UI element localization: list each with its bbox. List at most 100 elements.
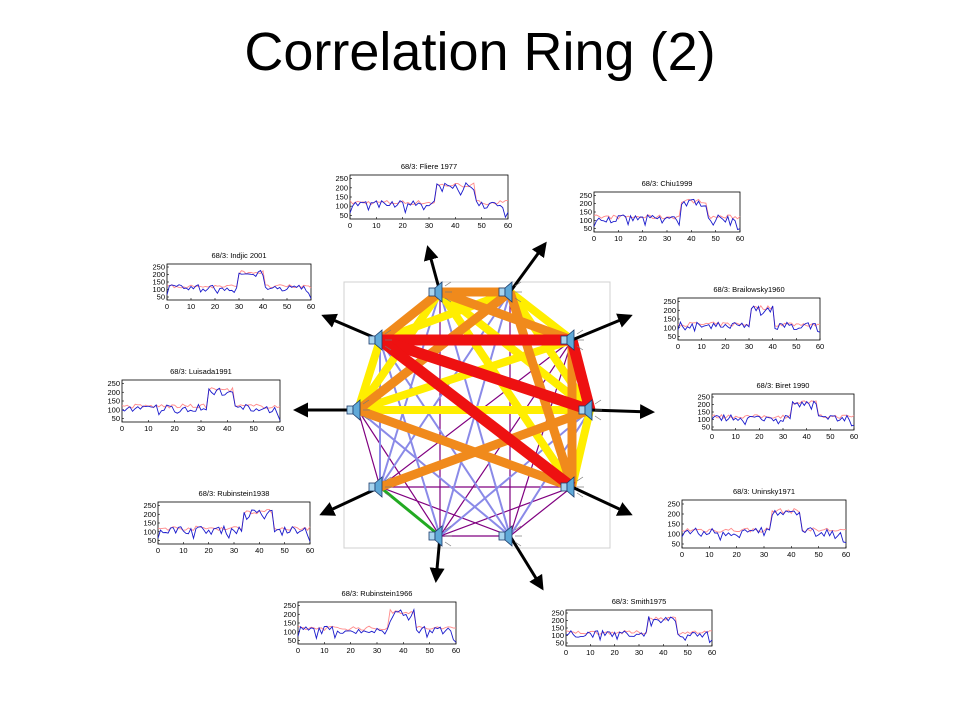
plot-frame (565, 609, 713, 647)
plot-frame (121, 379, 281, 423)
y-tick-label: 50 (702, 423, 710, 432)
y-tick-label: 100 (663, 323, 676, 332)
y-tick-label: 150 (152, 278, 165, 287)
y-tick-label: 150 (143, 519, 156, 528)
x-tick-label: 20 (398, 221, 406, 230)
y-tick-label: 250 (579, 191, 592, 200)
speaker-icon-uninsky[interactable] (560, 476, 584, 498)
x-tick-label: 60 (306, 546, 314, 555)
x-tick-label: 10 (179, 546, 187, 555)
x-tick-label: 30 (760, 550, 768, 559)
speaker-icon-biret[interactable] (578, 399, 602, 421)
y-tick-label: 100 (667, 530, 680, 539)
arrow-chiu (508, 241, 547, 293)
y-tick-label: 150 (579, 208, 592, 217)
ring-frame-border (343, 281, 611, 549)
x-tick-label: 0 (348, 221, 352, 230)
x-tick-label: 20 (170, 424, 178, 433)
y-tick-label: 50 (556, 639, 564, 648)
y-tick-label: 250 (143, 501, 156, 510)
x-tick-label: 60 (276, 424, 284, 433)
y-tick-label: 200 (335, 183, 348, 192)
x-tick-label: 0 (156, 546, 160, 555)
y-tick-label: 50 (157, 293, 165, 302)
arrow-rubinstein38 (319, 485, 381, 516)
x-tick-label: 0 (296, 646, 300, 655)
y-tick-label: 200 (283, 610, 296, 619)
speaker-icon-brailowsky[interactable] (560, 329, 584, 351)
x-tick-label: 0 (120, 424, 124, 433)
y-tick-label: 200 (152, 270, 165, 279)
x-tick-label: 50 (683, 648, 691, 657)
x-tick-label: 60 (708, 648, 716, 657)
speaker-nodes (346, 281, 602, 547)
tempo-series-performance (121, 387, 281, 421)
arrow-smith (508, 535, 544, 591)
tempo-series-performance (166, 269, 312, 299)
y-tick-label: 200 (663, 306, 676, 315)
x-tick-label: 50 (280, 546, 288, 555)
y-tick-label: 200 (667, 510, 680, 519)
x-tick-label: 30 (425, 221, 433, 230)
x-tick-label: 0 (165, 302, 169, 311)
x-tick-label: 20 (346, 646, 354, 655)
plot-frame (157, 501, 311, 545)
speaker-icon-luisada[interactable] (346, 399, 370, 421)
x-tick-label: 40 (768, 342, 776, 351)
x-tick-label: 50 (249, 424, 257, 433)
plot-frame (297, 601, 457, 645)
speaker-icon-rubinstein66[interactable] (428, 525, 452, 547)
y-tick-label: 100 (143, 527, 156, 536)
speaker-icon-indjic[interactable] (368, 329, 392, 351)
x-tick-label: 50 (477, 221, 485, 230)
tempo-series-performance (677, 305, 821, 333)
plot-title: 68/3: Uninsky1971 (733, 487, 795, 496)
y-tick-label: 100 (283, 627, 296, 636)
y-tick-label: 150 (335, 193, 348, 202)
y-tick-label: 100 (107, 405, 120, 414)
x-tick-label: 40 (659, 648, 667, 657)
edge-fliere-indjic (377, 288, 443, 344)
x-tick-label: 10 (614, 234, 622, 243)
y-tick-label: 200 (697, 400, 710, 409)
plot-frame (681, 499, 847, 549)
edge-uninsky-rubinstein66 (439, 486, 573, 537)
arrow-fliere (423, 245, 442, 293)
y-tick-label: 200 (107, 388, 120, 397)
x-tick-label: 50 (826, 432, 834, 441)
plot-frame (166, 263, 312, 301)
speaker-icon-rubinstein38[interactable] (368, 476, 392, 498)
y-tick-label: 250 (697, 393, 710, 402)
edge-rubinstein66-luisada (357, 409, 441, 537)
plot-frame (711, 393, 855, 431)
speaker-icon-smith[interactable] (498, 525, 522, 547)
edge-smith-rubinstein38 (379, 486, 511, 537)
edge-rubinstein38-luisada (357, 409, 381, 488)
x-tick-label: 10 (372, 221, 380, 230)
x-tick-label: 60 (850, 432, 858, 441)
y-tick-label: 50 (288, 636, 296, 645)
ring-frame (343, 281, 611, 549)
x-tick-label: 10 (586, 648, 594, 657)
speaker-icon-chiu[interactable] (498, 281, 522, 303)
y-tick-label: 250 (663, 297, 676, 306)
edge-brailowsky-luisada (356, 336, 574, 414)
x-tick-label: 50 (814, 550, 822, 559)
edge-fliere-brailowsky (438, 287, 574, 345)
x-tick-label: 30 (235, 302, 243, 311)
x-tick-label: 20 (721, 342, 729, 351)
y-tick-label: 250 (667, 500, 680, 509)
x-tick-label: 20 (732, 550, 740, 559)
tempo-series-performance (681, 509, 847, 544)
x-tick-label: 60 (452, 646, 460, 655)
speaker-icon-fliere[interactable] (428, 281, 452, 303)
x-tick-label: 20 (638, 234, 646, 243)
y-tick-label: 100 (697, 415, 710, 424)
x-tick-label: 30 (635, 648, 643, 657)
